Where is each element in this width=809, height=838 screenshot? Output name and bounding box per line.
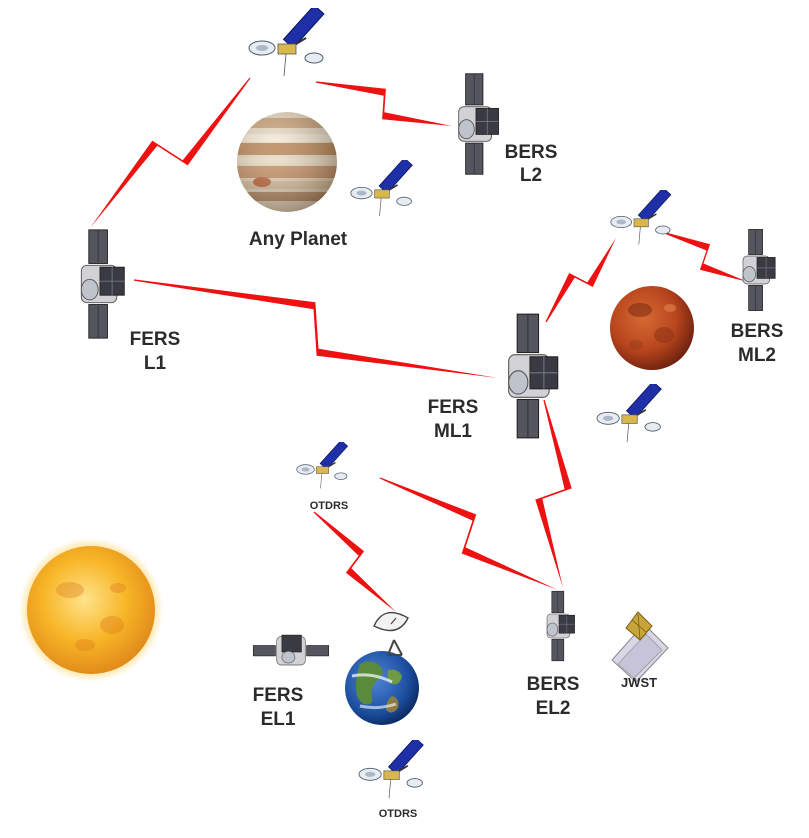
label-fers-ml1-line2: ML1 — [434, 421, 472, 442]
label-jwst: JWST — [621, 675, 657, 690]
label-bers-el2-line1: BERS — [527, 674, 580, 695]
link-otdrs-to-bers-el2 — [379, 477, 558, 590]
link-fers-ml1-to-bers-el2 — [535, 399, 572, 588]
cylinder-spacecraft-icon — [252, 634, 330, 666]
label-fers-ml1-line1: FERS — [428, 397, 479, 418]
cylinder-spacecraft-icon — [742, 229, 776, 311]
jwst-telescope-icon — [611, 611, 669, 683]
label-bers-ml2-line1: BERS — [731, 321, 784, 342]
mars-icon — [610, 286, 694, 370]
label-fers-el1-line2: EL1 — [261, 709, 296, 730]
label-any-planet: Any Planet — [249, 229, 348, 250]
relay-satellite-icon — [610, 190, 672, 246]
label-bers-l2-line2: L2 — [520, 165, 542, 186]
cylinder-spacecraft-icon — [458, 73, 499, 175]
link-otdrs-to-dish — [313, 511, 396, 612]
label-fers-el1-line1: FERS — [253, 685, 304, 706]
label-otdrs-lower: OTDRS — [379, 808, 418, 820]
label-bers-el2-line2: EL2 — [536, 698, 571, 719]
cylinder-spacecraft-icon — [80, 229, 125, 339]
dish-antenna-icon — [373, 611, 409, 656]
relay-satellite-icon — [596, 384, 663, 444]
relay-satellite-icon — [358, 740, 425, 800]
relay-satellite-icon — [296, 442, 349, 490]
label-bers-l2-line1: BERS — [505, 142, 558, 163]
earth-icon — [345, 651, 419, 725]
link-fers-l1-to-fers-ml1 — [133, 279, 499, 378]
label-bers-ml2-line2: ML2 — [738, 345, 776, 366]
relay-satellite-icon — [350, 160, 414, 217]
cylinder-spacecraft-icon — [546, 590, 575, 662]
link-fers-ml1-to-mars-relay — [545, 238, 616, 323]
label-fers-l1-line1: FERS — [130, 329, 181, 350]
link-top-relay-to-bers-l2 — [315, 81, 452, 126]
label-otdrs-upper: OTDRS — [310, 500, 349, 512]
sun-icon — [19, 538, 163, 682]
jupiter-icon — [237, 112, 337, 212]
lightning-links — [90, 77, 748, 612]
label-fers-l1-line2: L1 — [144, 353, 167, 374]
relay-satellite-icon — [248, 8, 325, 77]
link-mars-relay-to-bers-ml2 — [661, 231, 748, 282]
link-l1-to-top-relay — [90, 77, 251, 228]
diagram-labels: Any Planet BERS L2 FERS L1 BERS ML2 FERS… — [130, 142, 784, 820]
